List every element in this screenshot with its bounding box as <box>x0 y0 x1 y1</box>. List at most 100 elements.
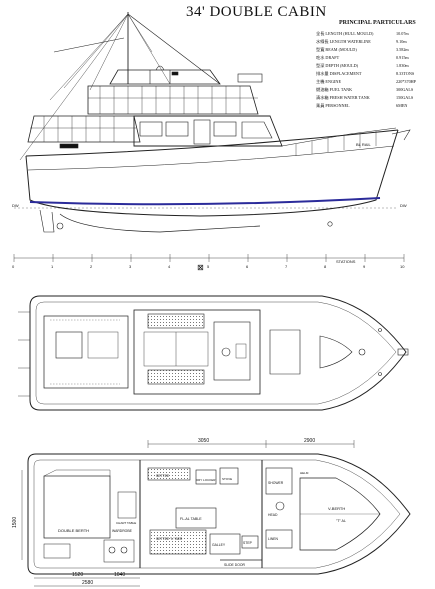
particular-label: 乘員 PERSONNEL <box>316 103 350 108</box>
waterline-left-label: DW <box>12 203 19 208</box>
particulars-row: 清水箱 FRESH WATER TANK 150GALS <box>316 95 413 101</box>
station-label: 2 <box>90 264 93 269</box>
dim-bottom-1: 1520 <box>72 572 83 578</box>
flybridge-seat <box>237 73 263 83</box>
table-label: "T" AL <box>336 519 346 523</box>
wardrobe-label: WARDROBE <box>112 529 133 533</box>
deck-outline <box>29 295 407 411</box>
particular-value: 300GALS <box>396 87 414 92</box>
particular-label: 吃水 DRAFT <box>316 55 340 60</box>
slide-door-label: SLIDE DOOR <box>224 563 245 567</box>
profile-view: BL RAIL DW DW 0 1 2 3 4 5 6 <box>12 12 411 272</box>
bow-rail-stanchions <box>295 131 377 156</box>
stove-label: STOVE <box>222 477 232 481</box>
particulars-row: 全長 LENGTH (HULL MOULD)10.07m <box>316 31 409 37</box>
step-label: STEP <box>243 541 253 545</box>
helm-console <box>213 321 251 381</box>
deckhouse-door <box>193 119 211 145</box>
particulars-row: 吃水 DRAFT 0.915m <box>316 55 409 61</box>
galley-label: GALLEY <box>212 543 226 547</box>
flybridge-seat-lower <box>147 369 205 385</box>
windshield <box>241 121 273 139</box>
particulars-row: 排水量 DISPLACEMENT 8.33TONS <box>316 71 414 77</box>
rudder <box>39 209 55 233</box>
dim-bottom-2: 1040 <box>114 572 125 578</box>
particulars-heading: PRINCIPAL PARTICULARS <box>339 20 416 26</box>
particular-label: 型深 DEPTH (MOULD) <box>316 63 359 68</box>
particular-value: 6MEN <box>396 103 408 108</box>
forestay <box>127 13 221 85</box>
particular-value: 0.915m <box>396 55 409 60</box>
drawing-title: 34' DOUBLE CABIN <box>186 4 327 20</box>
stove <box>219 467 239 485</box>
helm-label: HELM <box>300 471 309 475</box>
aft-hatch <box>55 331 83 359</box>
rail-note: BL RAIL <box>356 142 372 147</box>
particulars-row: 型寬 BEAM (MOULD)3.582m <box>316 47 409 53</box>
particulars-row: 燃油箱 FUEL TANK 300GALS <box>316 87 413 93</box>
deckhouse-window <box>165 121 189 137</box>
station-label: 7 <box>285 264 288 269</box>
particular-value: 9.10m <box>396 39 407 44</box>
chart-table <box>117 491 137 519</box>
particular-value: 8.33TONS <box>396 71 415 76</box>
station-label: 4 <box>168 264 171 269</box>
shroud <box>89 13 129 91</box>
particular-label: 型寬 BEAM (MOULD) <box>316 47 357 52</box>
settee-bottom <box>149 529 207 555</box>
step <box>241 535 259 549</box>
dry-locker-label: DRY LOCKER <box>196 478 216 482</box>
shower-label: SHOWER <box>268 481 284 485</box>
hull-outline <box>25 129 399 217</box>
particular-label: 清水箱 FRESH WATER TANK <box>316 95 370 100</box>
boom <box>53 37 125 53</box>
bow-locker <box>319 335 353 369</box>
fl-table-label: FL-AL TABLE <box>180 517 202 521</box>
station-label: 9 <box>363 264 366 269</box>
bow-roller <box>397 348 409 356</box>
dim-top-left: 3050 <box>198 438 209 444</box>
dim-bottom-total: 2580 <box>82 580 93 586</box>
station-labels: 0 1 2 3 4 5 6 7 8 9 10 STATIONS <box>12 259 405 269</box>
dim-left-vertical: 1500 <box>12 517 18 528</box>
backstay <box>19 13 129 161</box>
bow-rail <box>281 127 397 147</box>
midship-mark: ⊠ <box>197 263 204 272</box>
linen-label: LINEN <box>268 537 279 541</box>
particular-value: 10.07m <box>396 31 409 36</box>
shower <box>265 467 293 495</box>
particular-label: 排水量 DISPLACEMENT <box>316 71 362 76</box>
windlass <box>358 348 366 356</box>
hull-sheer <box>25 129 399 157</box>
linen-locker <box>265 529 293 549</box>
deckhouse <box>133 115 283 147</box>
flybridge-deck <box>133 309 261 395</box>
particular-value: 150GALS <box>396 95 414 100</box>
station-scale-label: STATIONS <box>336 259 356 264</box>
station-label: 0 <box>12 264 15 269</box>
dry-locker <box>195 469 217 485</box>
station-label: 8 <box>324 264 327 269</box>
keel <box>59 213 261 233</box>
aft-deck <box>43 315 129 389</box>
radar-dome <box>155 65 165 71</box>
rub-rail <box>27 145 395 171</box>
deck-side-marks <box>18 311 30 397</box>
settee-bottom-label: SETTEE "L" BER <box>156 537 183 541</box>
particular-label: 主機 ENGINE <box>316 79 342 84</box>
v-berth-label: V-BERTH <box>328 506 345 511</box>
fender-aft <box>59 143 79 149</box>
table <box>175 507 217 529</box>
flybridge <box>87 85 259 115</box>
particular-label: 燃油箱 FUEL TANK <box>316 87 353 92</box>
aft-cabin-rail <box>30 116 136 142</box>
station-label: 5 <box>207 264 210 269</box>
flybridge-seat-upper <box>147 313 205 329</box>
hardtop <box>109 69 221 85</box>
accommodation-plan: 3050 2900 1500 DOUBLE BERTH WARDROBE SET… <box>12 438 411 587</box>
aft-shower <box>103 539 135 563</box>
station-label: 3 <box>129 264 132 269</box>
